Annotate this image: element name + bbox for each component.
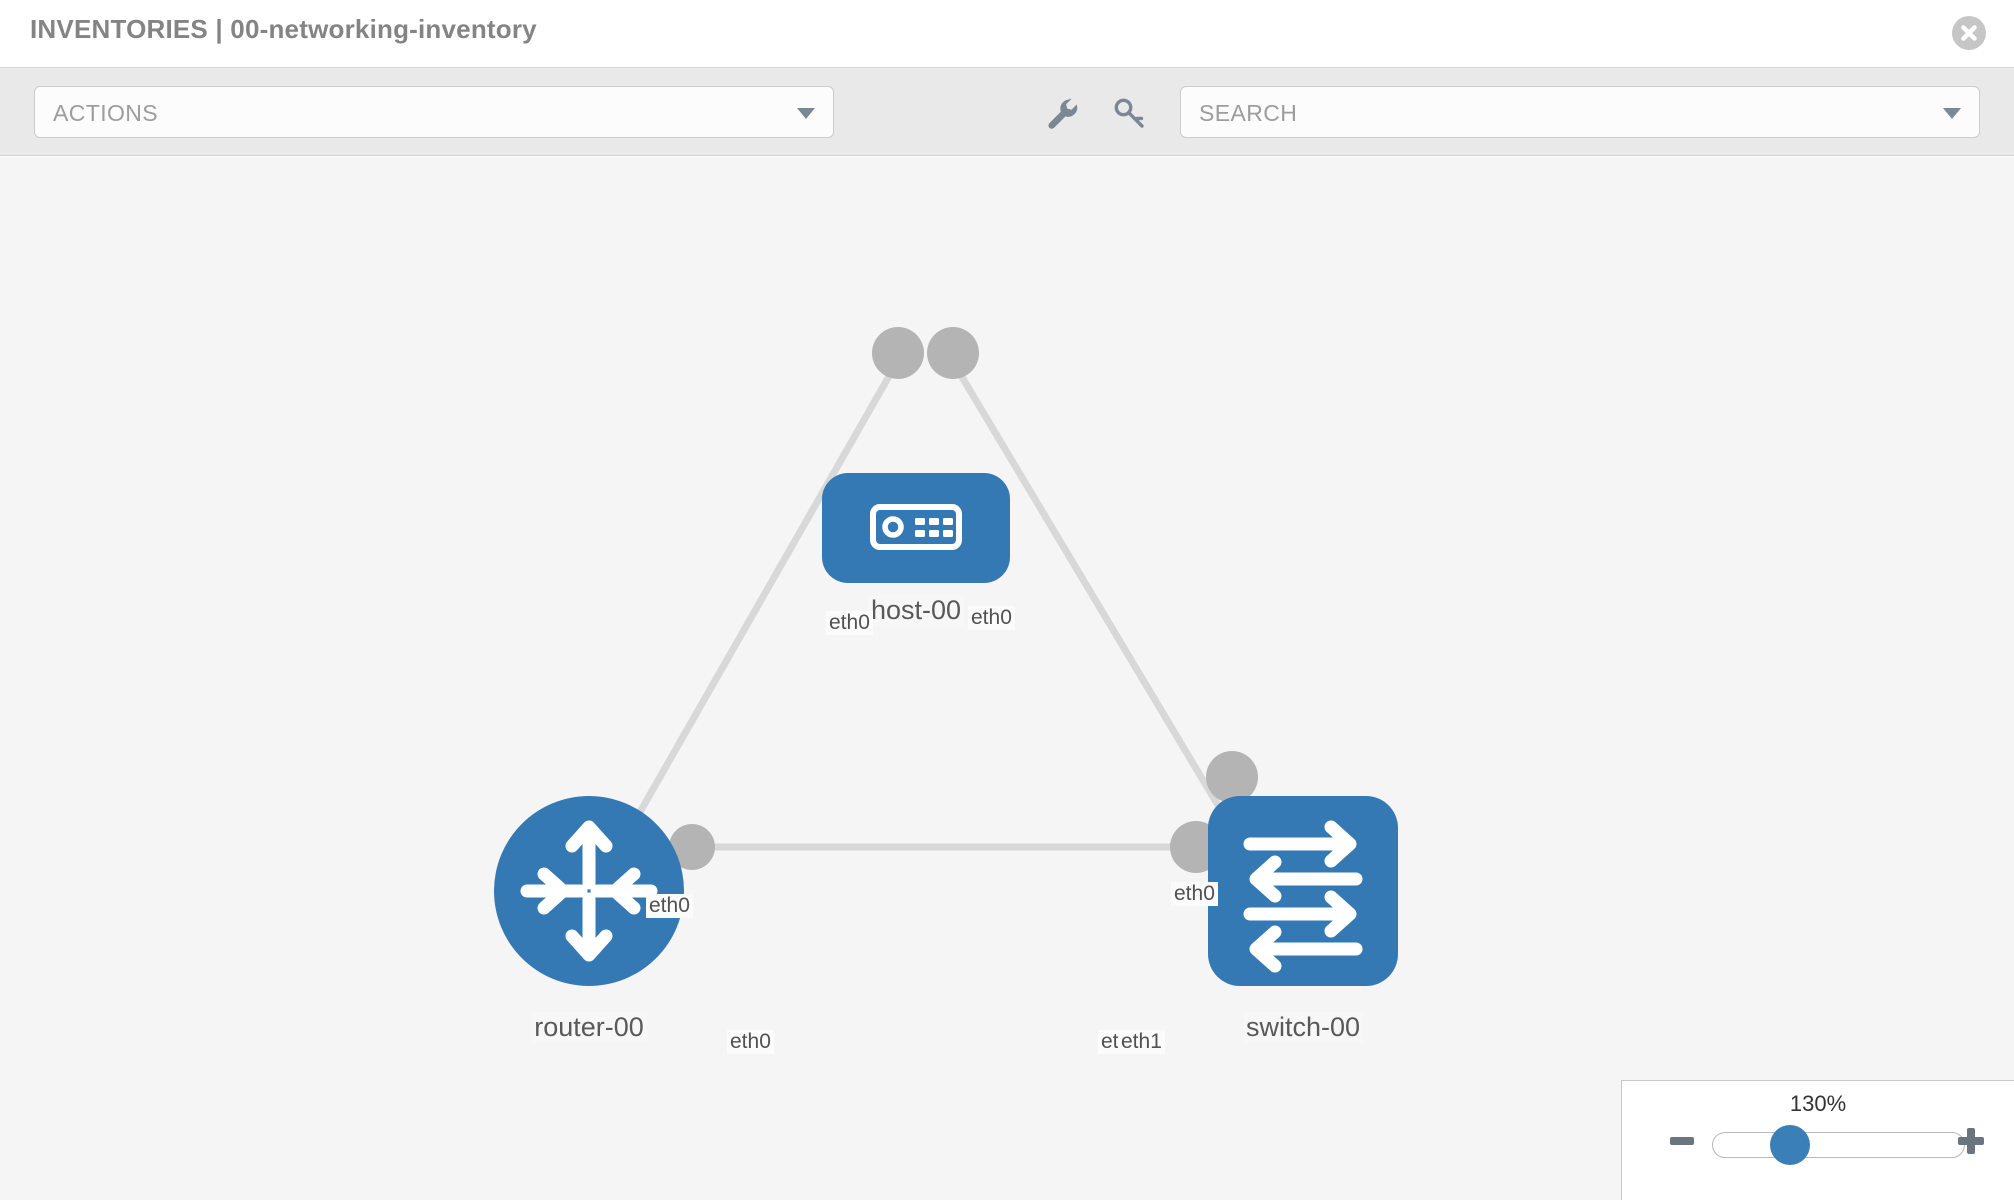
zoom-slider-thumb[interactable]	[1770, 1125, 1810, 1165]
topology-canvas[interactable]: host-00 router-00 switch-00 eth0 eth0 et…	[0, 157, 2014, 1200]
connector-host00-right	[927, 327, 979, 379]
node-label-host-00: host-00	[867, 595, 965, 626]
connector-host00-left	[872, 327, 924, 379]
node-label-router-00: router-00	[531, 1012, 647, 1043]
zoom-level-value: 130%	[1789, 1091, 1847, 1116]
interface-label: eth0	[968, 606, 1015, 630]
close-icon[interactable]	[1952, 16, 1986, 50]
node-router-00[interactable]	[494, 796, 684, 986]
search-input[interactable]: SEARCH	[1180, 86, 1980, 138]
chevron-down-icon[interactable]	[1943, 108, 1961, 119]
page-title: INVENTORIES | 00-networking-inventory	[30, 14, 537, 44]
chevron-down-icon	[797, 108, 815, 119]
wrench-icon[interactable]	[1040, 92, 1082, 134]
toolbar: ACTIONS SEARCH	[0, 68, 2014, 156]
actions-dropdown[interactable]: ACTIONS	[34, 86, 834, 138]
key-icon[interactable]	[1108, 92, 1150, 134]
minus-icon[interactable]	[1670, 1137, 1694, 1145]
interface-label: eth0	[727, 1030, 774, 1054]
actions-dropdown-label: ACTIONS	[53, 100, 159, 126]
interface-label: eth1	[1118, 1030, 1165, 1054]
zoom-control-panel: 130%	[1621, 1080, 2014, 1200]
connector-switch00-nw	[1206, 751, 1258, 803]
zoom-slider-track[interactable]	[1712, 1132, 1965, 1158]
topology-graph	[494, 327, 1398, 986]
plus-icon[interactable]	[1958, 1128, 1984, 1154]
edge-host00-switch00	[946, 353, 1229, 821]
interface-label: eth0	[646, 894, 693, 918]
topology-edges	[616, 353, 1234, 851]
connector-router00-east	[669, 824, 715, 870]
page-header: INVENTORIES | 00-networking-inventory	[0, 0, 2014, 68]
interface-label: eth0	[826, 611, 873, 635]
node-label-switch-00: switch-00	[1242, 1012, 1364, 1043]
search-placeholder: SEARCH	[1199, 100, 1298, 126]
node-switch-00[interactable]	[1208, 796, 1398, 986]
node-host-00[interactable]	[822, 473, 1010, 583]
edge-host00-router00	[616, 353, 904, 851]
interface-label: eth0	[1171, 882, 1218, 906]
